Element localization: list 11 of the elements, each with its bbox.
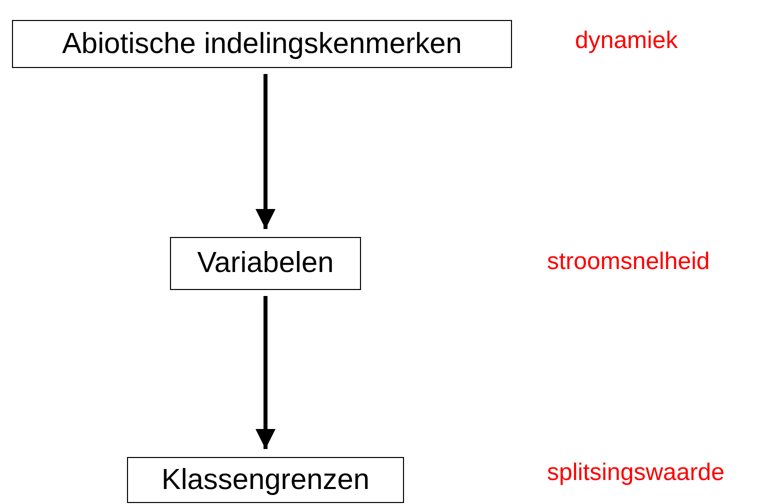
- arrow: [256, 296, 276, 449]
- process-box: [12, 20, 512, 68]
- process-box: [127, 457, 404, 503]
- example-note: splitsingswaarde: [547, 459, 724, 487]
- arrow: [256, 74, 276, 229]
- node-text: Klassengrenzen: [162, 464, 370, 496]
- node-text: Abiotische indelingskenmerken: [62, 28, 462, 60]
- node-text: Variabelen: [197, 247, 334, 280]
- example-note: stroomsnelheid: [547, 248, 710, 276]
- process-box: [170, 237, 361, 290]
- example-note: dynamiek: [575, 27, 678, 55]
